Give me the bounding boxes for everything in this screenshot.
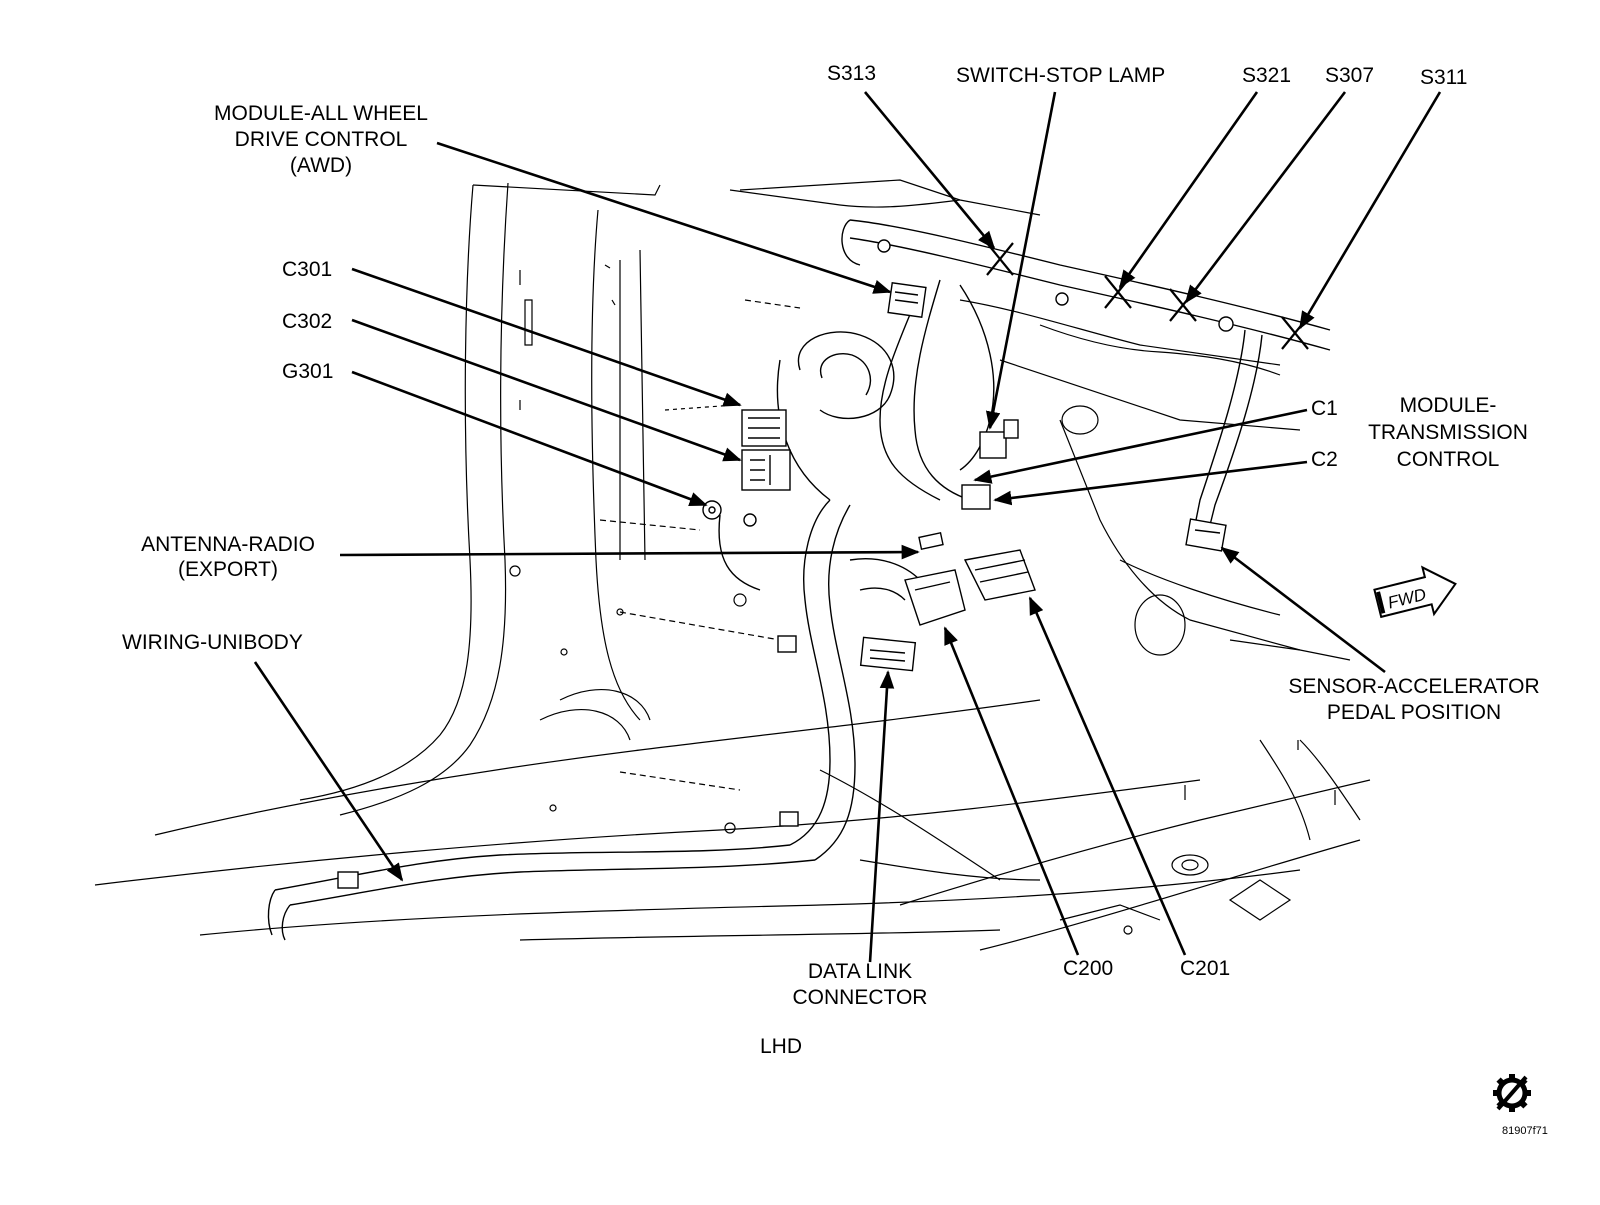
arrow-app-sensor — [1220, 546, 1386, 674]
gear-slash-icon — [1493, 1074, 1531, 1112]
arrow-g301 — [351, 370, 708, 507]
arrow-dlc — [868, 670, 895, 963]
label-c201: C201 — [1180, 957, 1231, 980]
label-app-line2: PEDAL POSITION — [1326, 701, 1502, 724]
arrow-switch-stop-lamp — [985, 91, 1057, 430]
arrow-s311 — [1298, 91, 1442, 330]
label-tcm-line3: CONTROL — [1396, 448, 1500, 471]
label-awd-line3: (AWD) — [289, 154, 353, 177]
label-c1: C1 — [1311, 397, 1338, 420]
arrow-antenna — [339, 544, 920, 560]
arrow-s321 — [1118, 91, 1259, 289]
arrow-c2 — [993, 460, 1308, 506]
c200-connector — [904, 569, 966, 626]
wiring-harness — [267, 219, 1331, 941]
c2-connector — [961, 484, 991, 510]
c302-connector — [741, 449, 791, 491]
arrow-c1 — [973, 408, 1308, 484]
dlc-connector — [859, 636, 917, 672]
arrow-c200 — [943, 626, 1080, 956]
c201-connector — [963, 549, 1036, 601]
splice-s321-mark — [1104, 275, 1132, 309]
label-dlc-line2: CONNECTOR — [792, 986, 928, 1009]
app-sensor-connector — [1185, 518, 1227, 552]
label-awd-line2: DRIVE CONTROL — [234, 128, 408, 151]
vehicle-body-outline — [94, 179, 1371, 951]
arrow-awd-module — [436, 141, 892, 294]
label-lhd: LHD — [760, 1035, 803, 1058]
label-antenna-line2: (EXPORT) — [178, 558, 278, 581]
label-s321: S321 — [1242, 64, 1292, 87]
connectors — [337, 239, 1234, 889]
label-antenna-line1: ANTENNA-RADIO — [141, 533, 315, 556]
label-tcm-line1: MODULE- — [1399, 394, 1497, 417]
label-c200: C200 — [1063, 957, 1114, 980]
arrow-s313 — [863, 91, 996, 250]
arrow-c302 — [351, 318, 742, 462]
g301-eyelet — [702, 500, 757, 527]
antenna-connector — [918, 532, 944, 550]
figure-code: 81907f71 — [1502, 1125, 1548, 1137]
label-dlc-line1: DATA LINK — [807, 960, 913, 983]
arrow-s307 — [1184, 91, 1347, 304]
awd-module-connector — [887, 281, 927, 319]
label-awd-line1: MODULE-ALL WHEEL — [214, 102, 428, 125]
stop-lamp-switch-connector — [1003, 419, 1019, 439]
label-c2: C2 — [1311, 448, 1338, 471]
c301-connector — [741, 409, 787, 447]
harness-clips — [877, 239, 1234, 332]
label-g301: G301 — [282, 360, 334, 383]
label-switch-stop-lamp: SWITCH-STOP LAMP — [956, 64, 1166, 87]
label-s313: S313 — [827, 62, 877, 85]
arrow-wiring-unibody — [253, 661, 404, 882]
label-c302: C302 — [282, 310, 333, 333]
floor-clip — [337, 635, 799, 889]
arrow-c301 — [351, 267, 742, 407]
label-tcm-line2: TRANSMISSION — [1368, 421, 1528, 444]
c1-connector — [979, 431, 1007, 459]
leader-arrows — [253, 91, 1442, 963]
label-s307: S307 — [1325, 64, 1375, 87]
arrow-c201 — [1028, 596, 1187, 956]
fwd-arrow-icon: FWD — [1373, 565, 1457, 619]
label-c301: C301 — [282, 258, 333, 281]
label-app-line1: SENSOR-ACCELERATOR — [1288, 675, 1540, 698]
label-s311: S311 — [1420, 66, 1468, 89]
label-wiring-unibody: WIRING-UNIBODY — [122, 631, 303, 654]
